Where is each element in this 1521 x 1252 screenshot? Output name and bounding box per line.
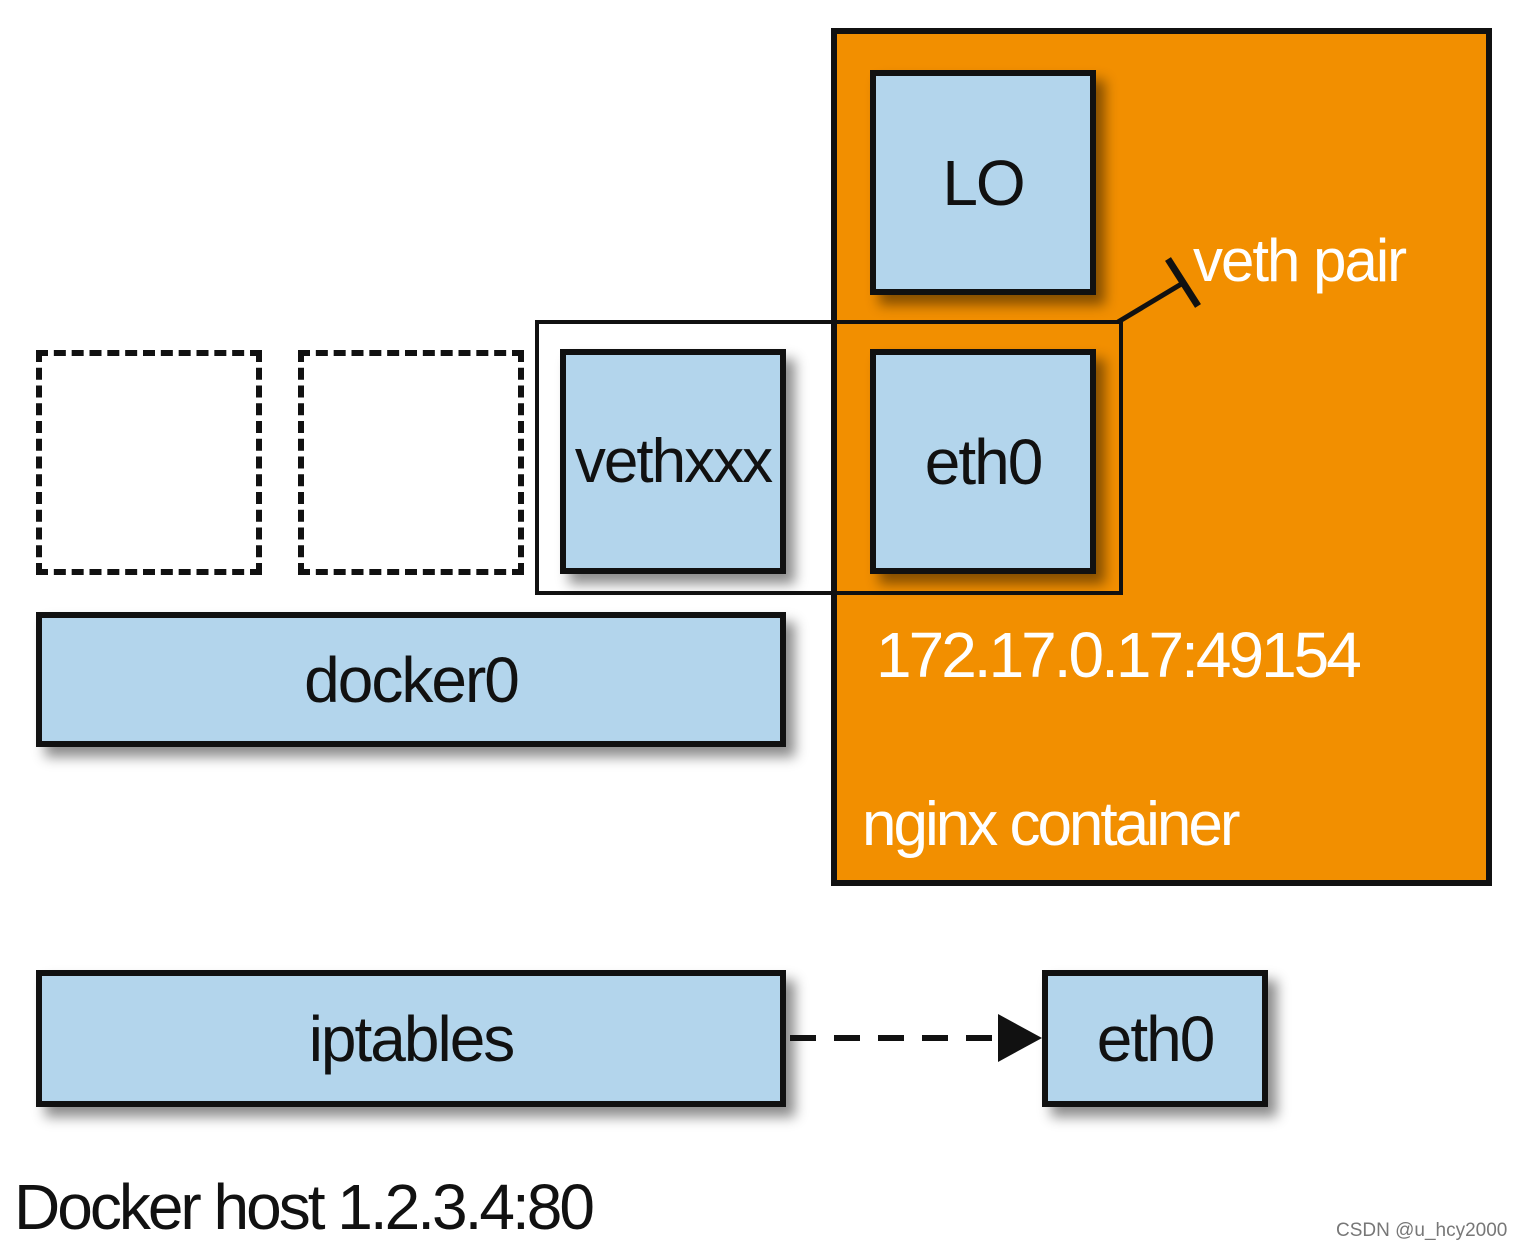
host-eth0-interface: eth0 (1042, 970, 1268, 1107)
host-eth0-label: eth0 (1096, 1002, 1216, 1075)
watermark: CSDN @u_hcy2000 (1336, 1220, 1508, 1241)
container-eth0-label: eth0 (924, 425, 1044, 498)
veth-pair-box (535, 320, 1123, 595)
docker0-label: docker0 (304, 643, 520, 716)
lo-interface: LO (870, 70, 1096, 295)
container-ip-label: 172.17.0.17:49154 (876, 619, 1362, 691)
lo-label: LO (942, 146, 1025, 219)
iptables-label: iptables (308, 1002, 516, 1075)
vethxxx-interface: vethxxx (560, 349, 786, 574)
docker-host-label: Docker host 1.2.3.4:80 (14, 1171, 595, 1243)
iptables-box: iptables (36, 970, 786, 1107)
empty-slot-1 (36, 350, 262, 575)
container-name-label: nginx container (862, 790, 1240, 859)
empty-slot-2 (298, 350, 524, 575)
nat-arrow-head (998, 1014, 1042, 1062)
docker0-bridge: docker0 (36, 612, 786, 747)
vethxxx-label: vethxxx (574, 427, 773, 496)
container-eth0-interface: eth0 (870, 349, 1096, 574)
veth-pair-label: veth pair (1193, 227, 1407, 294)
